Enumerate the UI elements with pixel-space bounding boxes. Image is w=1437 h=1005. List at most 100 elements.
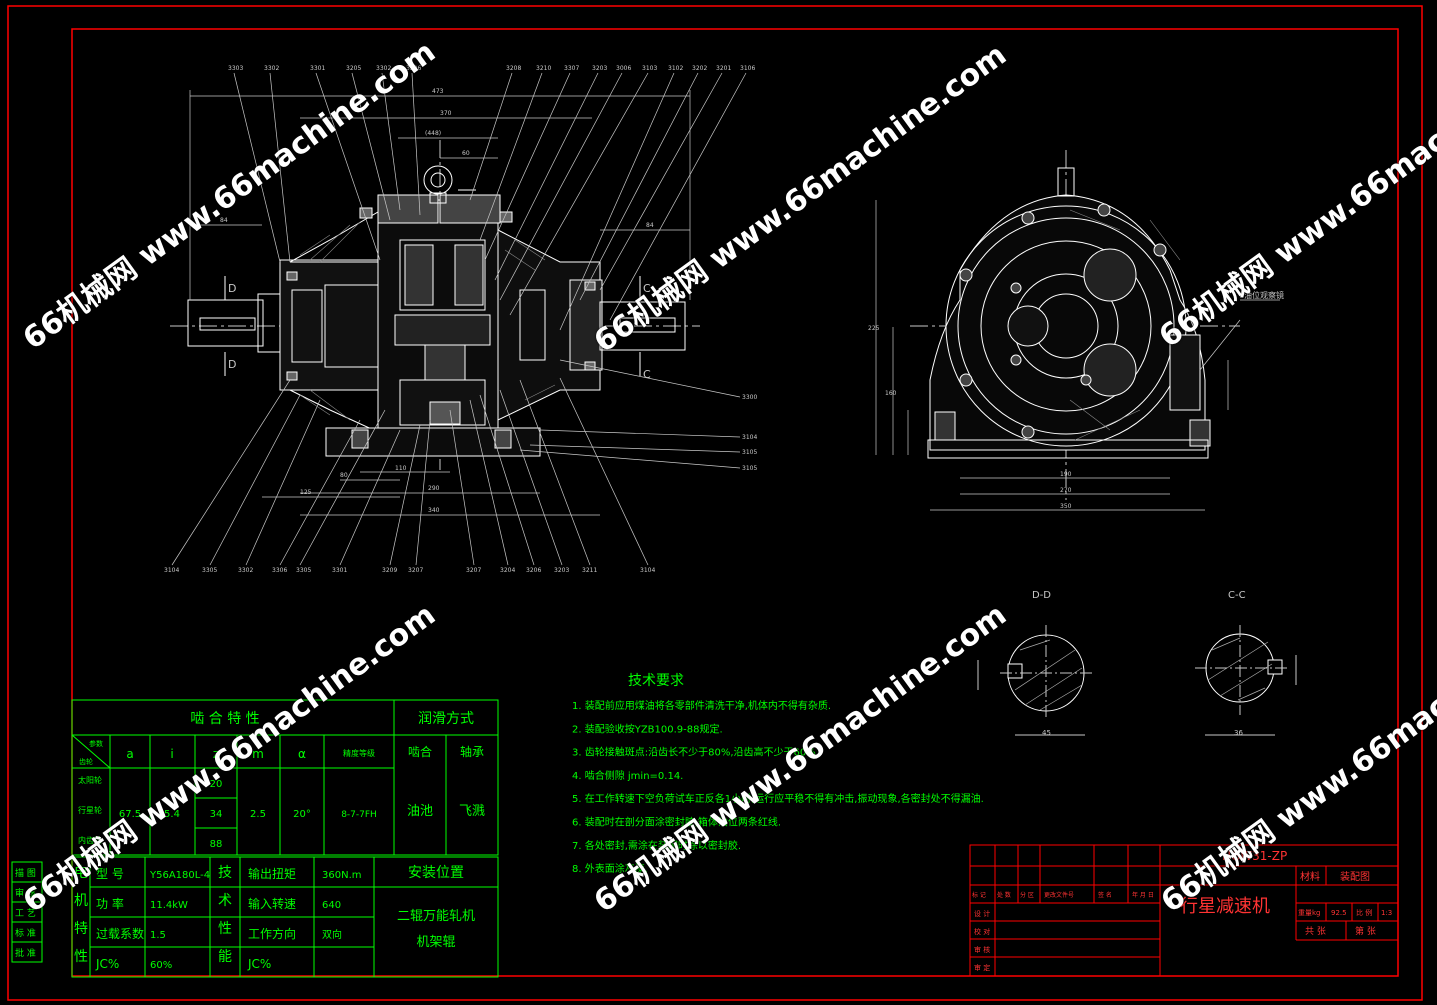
val-precision: 8-7-7FH (341, 810, 377, 820)
tech-item: 2. 装配验收按YZB100.9-88规定. (572, 722, 723, 735)
title-block-text: NGW31-ZP 行星减速机 材料 装配图 重量kg 92.5 比 例 1:3 … (972, 849, 1392, 972)
part-label: 3203 (554, 567, 569, 574)
part-label: 3104 (164, 567, 179, 574)
oil-window-label: 油位观察镜 (1244, 290, 1284, 300)
val-z1: 20 (210, 779, 223, 790)
part-label: 3006 (616, 65, 631, 72)
part-label: 3305 (202, 567, 217, 574)
col-i: i (170, 747, 173, 761)
install-value-1: 二辊万能轧机 (397, 909, 475, 924)
motor-row-value: Y56A180L-4 (149, 870, 210, 881)
part-label: 3210 (536, 65, 551, 72)
title-block-header: 标 记处 数分 区更改文件号签 名年 月 日 (972, 891, 1154, 899)
tech-requirements: 技术要求 1. 装配前应用煤油将各零部件清洗干净,机体内不得有杂质.2. 装配验… (572, 673, 984, 875)
gear-planet: 行星轮 (78, 805, 102, 815)
col-precision: 精度等级 (343, 748, 375, 758)
part-label: 3211 (582, 567, 597, 574)
dim-60: 60 (462, 150, 470, 157)
dim-84-right: 84 (646, 222, 654, 229)
dim-225: 225 (868, 325, 880, 332)
dim-125: 125 (300, 489, 312, 496)
part-label: 3104 (640, 567, 655, 574)
main-section-view (170, 140, 700, 470)
title-block (969, 844, 1399, 977)
gear-ring: 内齿轮 (78, 835, 102, 845)
part-label: 3303 (228, 65, 243, 72)
part-label: 3209 (382, 567, 397, 574)
part-label: 3206 (406, 65, 421, 72)
tech-item: 7. 各处密封,需涂在装配时涂以密封胶. (572, 839, 741, 852)
lube-col-mesh: 啮合 (408, 744, 432, 759)
motor-group-char: 电 (74, 865, 88, 881)
mesh-title: 啮 合 特 性 (190, 711, 259, 727)
tech-item: 1. 装配前应用煤油将各零部件清洗干净,机体内不得有杂质. (572, 699, 831, 712)
part-label: 3205 (346, 65, 361, 72)
tech-row-value: 360N.m (322, 870, 362, 881)
dim-inner: 370 (440, 110, 452, 117)
section-c-bottom: C (643, 368, 651, 381)
left-strip: 描 图审 核工 艺标 准批 准 (15, 867, 36, 959)
corner-bottom: 齿轮 (79, 757, 93, 766)
motor-row-label: 过载系数 (96, 926, 144, 941)
col-alpha: α (298, 747, 306, 761)
motor-row-value: 60% (150, 960, 172, 971)
left-strip-item: 工 艺 (15, 908, 36, 919)
part-label: 3301 (310, 65, 325, 72)
section-d-bottom: D (228, 358, 236, 371)
val-z2: 34 (210, 809, 223, 820)
title-header-cell: 更改文件号 (1044, 891, 1074, 899)
dim-45: 45 (1042, 729, 1051, 737)
part-label: 3204 (500, 567, 515, 574)
motor-row-label: 型 号 (96, 867, 124, 881)
corner-top: 参数 (89, 739, 103, 748)
left-strip-item: 审 核 (15, 887, 36, 899)
left-strip-item: 批 准 (15, 947, 36, 959)
mesh-table-text: 啮 合 特 性 润滑方式 参数 齿轮 a i z m α 精度等级 啮合 轴承 … (78, 710, 485, 850)
title-header-cell: 年 月 日 (1132, 891, 1154, 899)
tech-item: 8. 外表面涂灰漆. (572, 862, 648, 875)
title-left-label: 审 定 (974, 963, 990, 972)
tech-row-label: 工作方向 (248, 926, 296, 941)
val-alpha: 20° (293, 809, 311, 820)
tech-group-char: 性 (218, 921, 232, 937)
col-a: a (126, 747, 133, 761)
title-header-cell: 处 数 (997, 891, 1011, 899)
mesh-table (71, 699, 499, 856)
dim-bracket: (448) (425, 130, 441, 137)
scale-label: 比 例 (1356, 908, 1372, 917)
spec-table (11, 856, 499, 978)
title-header-cell: 标 记 (972, 891, 986, 899)
part-label: 3305 (296, 567, 311, 574)
motor-row-label: 功 率 (96, 896, 124, 911)
part-label: 3307 (564, 65, 579, 72)
section-d-top: D (228, 282, 236, 295)
material-value: 装配图 (1340, 870, 1370, 883)
motor-group-char: 特 (74, 921, 88, 937)
tech-item: 4. 啮合侧隙 jmin=0.14. (572, 769, 683, 782)
dim-270: 270 (1060, 487, 1072, 494)
tech-row-label: JC% (247, 957, 271, 971)
part-label: 3207 (466, 567, 481, 574)
motor-group-char: 性 (74, 949, 88, 965)
part-label: 3300 (742, 394, 757, 401)
title-left-label: 设 计 (974, 909, 990, 918)
weight-label: 重量kg (1298, 909, 1321, 917)
tech-row-label: 输出扭矩 (248, 866, 296, 881)
gear-sun: 太阳轮 (78, 775, 102, 785)
part-label: 3202 (692, 65, 707, 72)
part-label: 3306 (272, 567, 287, 574)
title-left-label: 校 对 (974, 927, 990, 936)
sheet-total: 共 张 (1305, 926, 1326, 937)
part-label: 3106 (740, 65, 755, 72)
title-block-left: 设 计校 对审 核审 定 (974, 909, 990, 972)
title-header-cell: 分 区 (1020, 891, 1034, 899)
part-label: 3201 (716, 65, 731, 72)
col-z: z (213, 747, 219, 761)
part-label: 3207 (408, 567, 423, 574)
val-a: 67.5 (119, 809, 141, 820)
